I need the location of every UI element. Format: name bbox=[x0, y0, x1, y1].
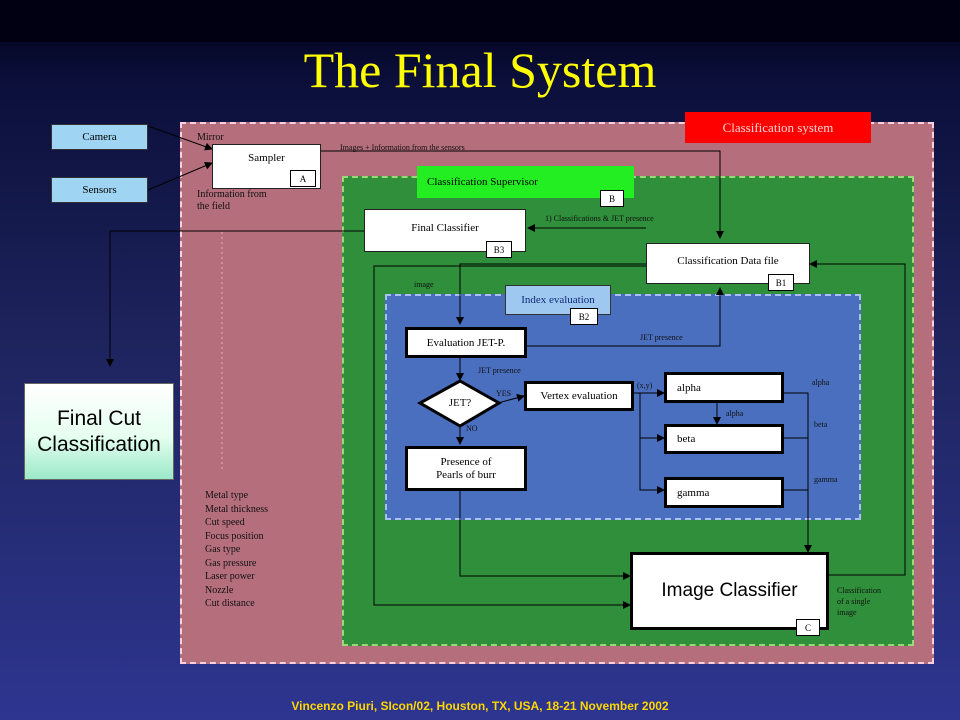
single-image-line2: of a single bbox=[837, 597, 871, 606]
xy-label: (x,y) bbox=[637, 381, 653, 390]
alpha-box: alpha bbox=[664, 372, 784, 403]
image-classifier-tag: C bbox=[796, 619, 820, 636]
final-classifier-tag: B3 bbox=[486, 241, 512, 258]
final-cut-line2: Classification bbox=[37, 432, 161, 456]
classification-supervisor-header: Classification Supervisor bbox=[417, 166, 634, 198]
param-item: Metal thickness bbox=[205, 503, 269, 515]
final-classifier-box: Final Classifier bbox=[364, 209, 526, 252]
info-field-label: Information from the field bbox=[197, 189, 267, 213]
top-bar bbox=[0, 0, 960, 42]
param-item: Cut distance bbox=[205, 598, 255, 609]
data-file-tag: B1 bbox=[768, 274, 794, 291]
image-label: image bbox=[414, 280, 434, 289]
info-field-line1: Information from bbox=[197, 189, 267, 200]
jet-decision-label: JET? bbox=[448, 397, 472, 409]
jet-presence-label-1: JET presence bbox=[640, 333, 683, 342]
param-item: Cut speed bbox=[205, 517, 245, 528]
images-info-label: Images + Information from the sensors bbox=[340, 143, 465, 152]
single-image-label: Classification of a single image bbox=[837, 585, 881, 618]
final-cut-line1: Final Cut bbox=[56, 406, 142, 430]
classification-data-file-box: Classification Data file bbox=[646, 243, 810, 284]
parameter-list: Metal type Metal thickness Cut speed Foc… bbox=[205, 489, 268, 611]
alpha-mid-label: alpha bbox=[726, 409, 744, 418]
param-item: Metal type bbox=[205, 490, 249, 501]
param-item: Gas type bbox=[205, 544, 241, 555]
slide-title: The Final System bbox=[303, 42, 657, 98]
image-classifier-box: Image Classifier bbox=[630, 552, 829, 630]
presence-pearls-line2: Pearls of burr bbox=[436, 468, 496, 481]
supervisor-tag: B bbox=[600, 190, 624, 207]
final-cut-classification-box: Final Cut Classification bbox=[24, 383, 174, 480]
single-image-line1: Classification bbox=[837, 586, 881, 595]
param-item: Gas pressure bbox=[205, 557, 257, 569]
gamma-box: gamma bbox=[664, 477, 784, 508]
mirror-label: Mirror bbox=[197, 132, 224, 143]
param-item: Laser power bbox=[205, 571, 255, 582]
evaluation-jet-box: Evaluation JET-P. bbox=[405, 327, 527, 358]
presence-pearls-line1: Presence of bbox=[440, 455, 492, 468]
param-item: Nozzle bbox=[205, 584, 234, 596]
sensors-box: Sensors bbox=[51, 177, 148, 203]
jet-presence-label-2: JET presence bbox=[478, 366, 521, 375]
camera-box: Camera bbox=[51, 124, 148, 150]
beta-box: beta bbox=[664, 424, 784, 454]
no-label: NO bbox=[466, 424, 478, 433]
sampler-tag: A bbox=[290, 170, 316, 187]
presence-pearls-box: Presence of Pearls of burr bbox=[405, 446, 527, 491]
classification-system-header: Classification system bbox=[685, 112, 871, 143]
vertex-evaluation-box: Vertex evaluation bbox=[524, 381, 634, 411]
index-evaluation-tag: B2 bbox=[570, 308, 598, 325]
single-image-line3: image bbox=[837, 608, 857, 617]
classifications-jet-label: 1) Classifications & JET presence bbox=[545, 214, 654, 223]
beta-out-label: beta bbox=[814, 420, 828, 429]
yes-label: YES bbox=[496, 389, 512, 398]
info-field-line2: the field bbox=[197, 201, 231, 212]
param-item: Focus position bbox=[205, 530, 264, 542]
alpha-out-label: alpha bbox=[812, 378, 830, 387]
gamma-out-label: gamma bbox=[814, 475, 838, 484]
footer-citation: Vincenzo Piuri, SIcon/02, Houston, TX, U… bbox=[291, 699, 669, 713]
